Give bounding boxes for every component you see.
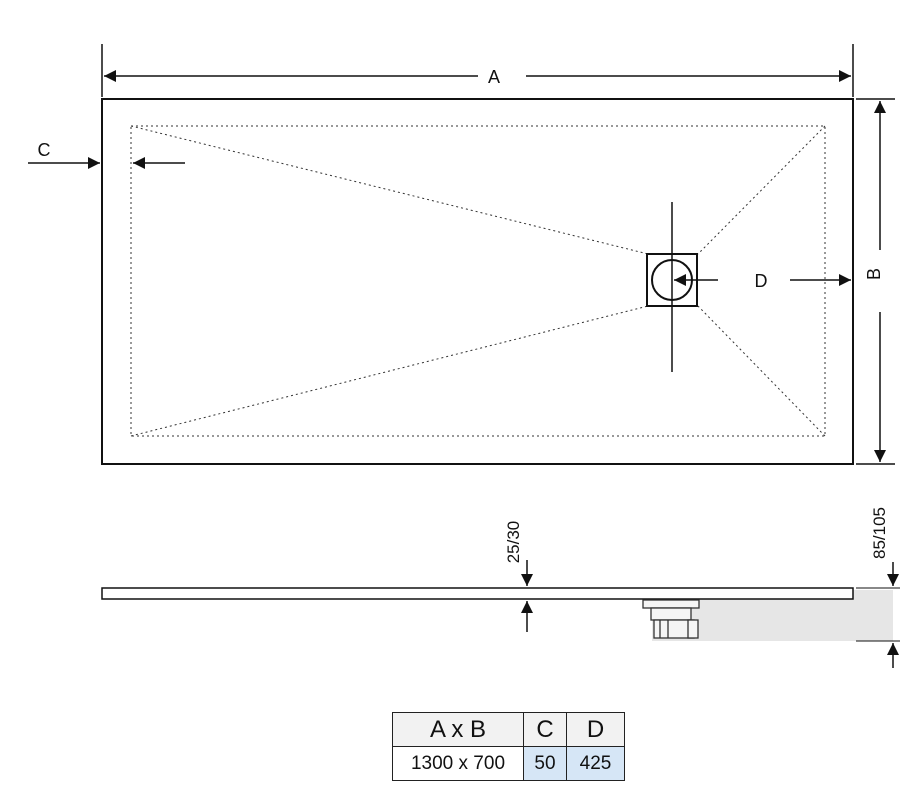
dimension-a-label: A: [488, 67, 500, 87]
dimension-c-label: C: [38, 140, 51, 160]
edge-thickness-label: 25/30: [504, 521, 523, 564]
total-height-label: 85/105: [870, 507, 889, 559]
dimension-d: D: [674, 271, 851, 291]
slope-lines: [130, 125, 826, 437]
dimension-edge-thickness: 25/30: [504, 521, 533, 632]
spec-header-size: A x B: [392, 712, 524, 747]
spec-value-d: 425: [566, 746, 625, 781]
dimension-a: A: [101, 44, 854, 97]
tray-profile: [101, 587, 854, 600]
inner-dotted-border: [130, 125, 826, 437]
dimension-b: B: [856, 98, 895, 465]
spec-value-size: 1300 x 700: [392, 746, 524, 781]
plan-view: A B C D: [28, 44, 895, 465]
dimension-c: C: [28, 140, 185, 169]
dimension-total-height: 85/105: [856, 507, 900, 668]
spec-value-row: 1300 x 700 50 425: [392, 746, 625, 781]
drain: [646, 202, 698, 372]
spec-header-d: D: [566, 712, 625, 747]
tray-outline: [101, 98, 854, 465]
side-view: 25/30 85/105: [101, 507, 900, 668]
spec-value-c: 50: [523, 746, 567, 781]
spec-header-row: A x B C D: [392, 712, 625, 747]
dimension-d-label: D: [755, 271, 768, 291]
spec-header-c: C: [523, 712, 567, 747]
waste-trap: [642, 599, 700, 639]
dimension-b-label: B: [864, 268, 884, 280]
dimension-spec-table: A x B C D 1300 x 700 50 425: [392, 712, 625, 781]
